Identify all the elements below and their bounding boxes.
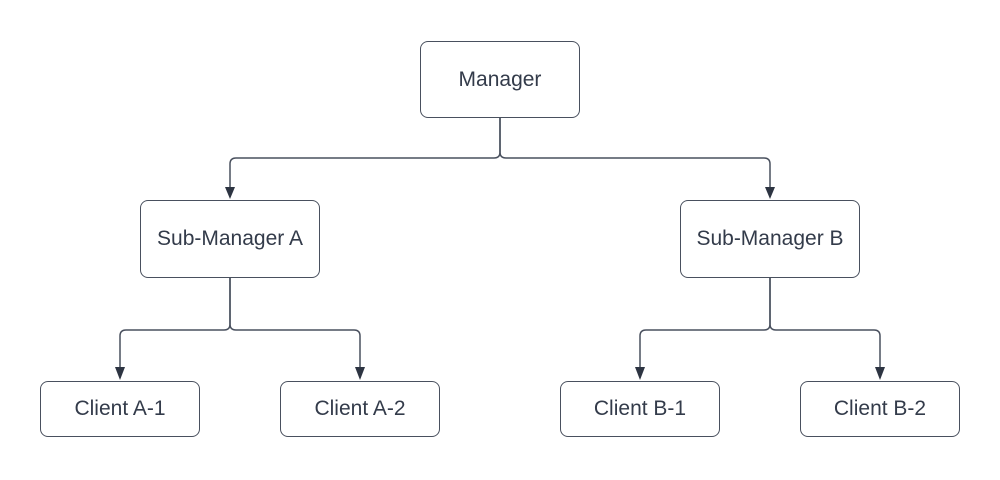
node-sub-manager-b-label: Sub-Manager B xyxy=(696,227,844,251)
arrowhead-icon xyxy=(355,367,365,380)
node-sub-manager-a[interactable]: Sub-Manager A xyxy=(140,200,320,278)
node-client-b1[interactable]: Client B-1 xyxy=(560,381,720,437)
node-manager[interactable]: Manager xyxy=(420,41,580,118)
arrowhead-icon xyxy=(225,187,235,199)
node-client-a1-label: Client A-1 xyxy=(74,397,166,421)
connector-sub-manager-b-to-client-b2 xyxy=(769,278,881,368)
node-client-b2-label: Client B-2 xyxy=(833,397,927,421)
node-client-a1[interactable]: Client A-1 xyxy=(40,381,200,437)
arrowhead-icon xyxy=(115,367,125,380)
node-client-a2[interactable]: Client A-2 xyxy=(280,381,440,437)
node-client-b2[interactable]: Client B-2 xyxy=(800,381,960,437)
node-client-b1-label: Client B-1 xyxy=(593,397,687,421)
connector-manager-to-sub-manager-b xyxy=(499,118,771,188)
arrowhead-icon xyxy=(875,367,885,380)
connector-manager-to-sub-manager-a xyxy=(229,118,501,188)
arrowhead-icon xyxy=(635,367,645,380)
node-sub-manager-b[interactable]: Sub-Manager B xyxy=(680,200,860,278)
node-client-a2-label: Client A-2 xyxy=(314,397,406,421)
connector-sub-manager-a-to-client-a2 xyxy=(229,278,361,368)
connector-sub-manager-b-to-client-b1 xyxy=(639,278,771,368)
connector-sub-manager-a-to-client-a1 xyxy=(119,278,231,368)
arrowhead-icon xyxy=(765,187,775,199)
node-manager-label: Manager xyxy=(458,67,542,91)
node-sub-manager-a-label: Sub-Manager A xyxy=(157,227,303,251)
